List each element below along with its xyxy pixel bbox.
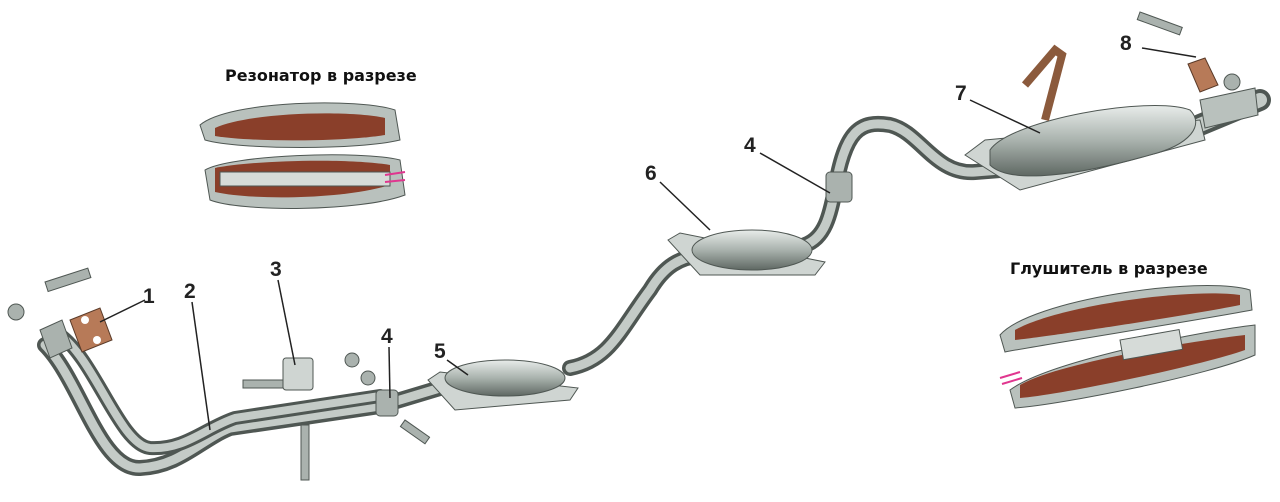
callout-4-rear: 4 xyxy=(744,134,756,157)
callout-7: 7 xyxy=(955,82,967,105)
bolt-4 xyxy=(399,419,431,445)
flange xyxy=(39,319,73,359)
nut xyxy=(360,370,376,386)
callout-8: 8 xyxy=(1120,32,1132,55)
muffler-7 xyxy=(964,44,1259,191)
nut xyxy=(344,352,360,368)
resonator-5 xyxy=(427,359,579,411)
resonator-6 xyxy=(667,229,826,276)
callout-6: 6 xyxy=(645,162,657,185)
callout-2: 2 xyxy=(184,280,196,303)
nut xyxy=(7,303,25,321)
gasket-8 xyxy=(1187,57,1219,93)
bolt-8 xyxy=(1136,11,1183,36)
bolt-3 xyxy=(242,379,284,389)
callout-3: 3 xyxy=(270,258,282,281)
clamp-4-rear xyxy=(825,171,853,203)
resonator-cutaway xyxy=(199,102,406,209)
muffler-section-caption: Глушитель в разрезе xyxy=(1010,259,1208,278)
callout-1: 1 xyxy=(143,285,155,308)
callout-5: 5 xyxy=(434,340,446,363)
muffler-cutaway xyxy=(999,285,1256,409)
clamp-4-front xyxy=(375,389,399,417)
bracket-3 xyxy=(282,357,314,391)
nut xyxy=(1223,73,1241,91)
bolt-vertical xyxy=(300,424,310,481)
leader-lines xyxy=(99,47,1197,431)
gasket-1 xyxy=(69,307,113,353)
stud xyxy=(44,267,92,293)
callout-4-front: 4 xyxy=(381,325,393,348)
resonator-section-caption: Резонатор в разрезе xyxy=(225,66,417,85)
